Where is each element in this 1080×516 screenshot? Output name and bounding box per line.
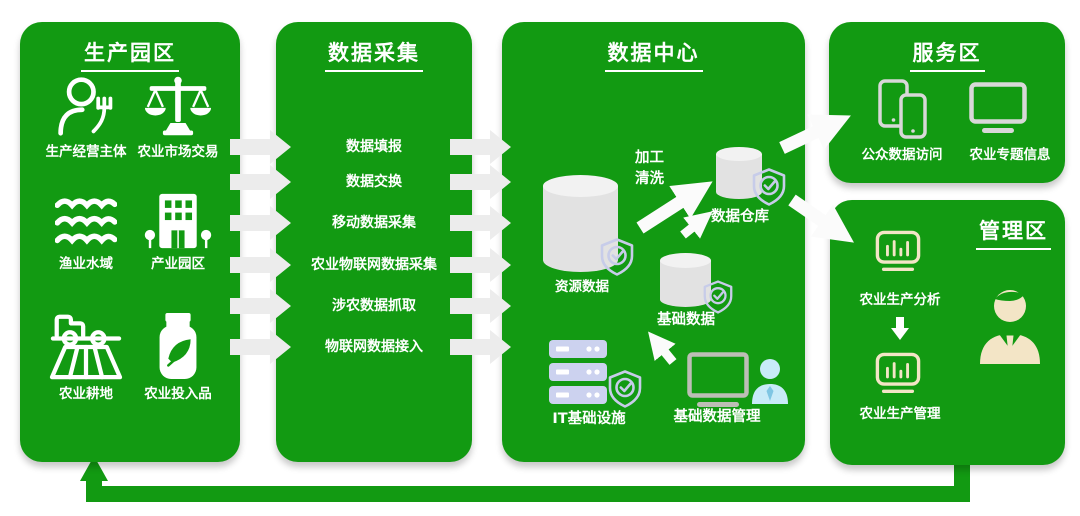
collection-item: 农业物联网数据采集 [311, 257, 437, 273]
analysis-label: 农业生产分析 [859, 292, 941, 308]
operator-person-icon [752, 359, 788, 404]
collection-item: 物联网数据接入 [325, 339, 423, 355]
production-item-label: 农业耕地 [59, 386, 113, 402]
management-title: 管理区 [976, 215, 1051, 250]
process-label-line1: 加工 [635, 150, 664, 166]
warehouse-database-cylinder-icon [716, 147, 762, 199]
bar-chart-monitor-icon [875, 352, 921, 393]
desktop-monitor-icon [969, 82, 1027, 133]
production-item-fishery: 渔业水域 [28, 192, 144, 273]
base-db-label: 基础数据 [657, 312, 715, 328]
production-item-label: 农业市场交易 [137, 144, 219, 160]
process-label-line2: 清洗 [635, 171, 664, 187]
datacenter-title-text: 数据中心 [604, 37, 703, 72]
datacenter-title: 数据中心 [502, 37, 805, 72]
collection-item: 涉农数据抓取 [332, 298, 416, 314]
collection-item: 数据交换 [346, 174, 402, 190]
service-item-label: 农业专题信息 [969, 147, 1051, 163]
farmer-fork-icon [58, 77, 113, 136]
collection-item: 数据填报 [346, 139, 402, 155]
panel-management: 管理区 农业生产分析 农业生产管理 [830, 200, 1065, 465]
production-item-label: 农业投入品 [144, 386, 212, 402]
base-database-cylinder-icon [660, 253, 711, 307]
service-title: 服务区 [829, 37, 1065, 72]
balance-scale-icon [144, 76, 212, 136]
shield-check-icon [752, 168, 786, 206]
smartphones-icon [878, 79, 927, 139]
it-infra-label: IT基础设施 [552, 411, 626, 427]
production-item-park: 产业园区 [120, 192, 236, 273]
collection-item: 移动数据采集 [332, 215, 416, 231]
resource-database-cylinder-icon [543, 175, 618, 272]
service-item-label: 公众数据访问 [861, 147, 943, 163]
collection-title-text: 数据采集 [325, 37, 423, 72]
production-title: 生产园区 [20, 37, 240, 72]
production-item-market: 农业市场交易 [120, 74, 236, 161]
production-item-label: 产业园区 [151, 256, 205, 272]
park-building-icon [144, 193, 212, 249]
production-item-label: 渔业水域 [59, 256, 113, 272]
shield-check-icon [608, 370, 642, 408]
server-rack-icon [549, 340, 607, 404]
shield-check-icon [703, 280, 733, 314]
desktop-monitor-icon [687, 352, 749, 407]
base-mgmt-label: 基础数据管理 [673, 409, 761, 425]
production-item-inputs: 农业投入品 [120, 312, 236, 403]
shield-check-icon [600, 238, 634, 276]
bar-chart-monitor-icon [875, 230, 921, 271]
production-item-label: 生产经营主体 [45, 144, 127, 160]
panel-collection: 数据采集 数据填报 数据交换 移动数据采集 农业物联网数据采集 涉农数据抓取 物… [276, 22, 472, 462]
input-bottle-leaf-icon [159, 313, 197, 379]
service-title-text: 服务区 [909, 37, 985, 72]
panel-production: 生产园区 生产经营主体 [20, 22, 240, 462]
down-arrow-icon [891, 317, 909, 340]
manager-person-icon [980, 290, 1040, 364]
collection-title: 数据采集 [276, 37, 472, 72]
production-item-entity: 生产经营主体 [28, 74, 144, 161]
water-waves-icon [55, 198, 117, 245]
farmland-tractor-icon [49, 314, 123, 380]
panel-datacenter: 数据中心 资源数据 加工 清洗 数据仓库 基础数据 [502, 22, 805, 462]
manage-label: 农业生产管理 [859, 406, 941, 422]
management-title-text: 管理区 [976, 215, 1051, 250]
process-clean-label: 加工 清洗 [635, 148, 664, 190]
warehouse-label: 数据仓库 [711, 209, 769, 225]
production-title-text: 生产园区 [81, 37, 179, 72]
panel-service: 服务区 公众数据访问 农业专题信息 [829, 22, 1065, 183]
production-item-farmland: 农业耕地 [28, 312, 144, 403]
resource-db-label: 资源数据 [555, 279, 609, 295]
